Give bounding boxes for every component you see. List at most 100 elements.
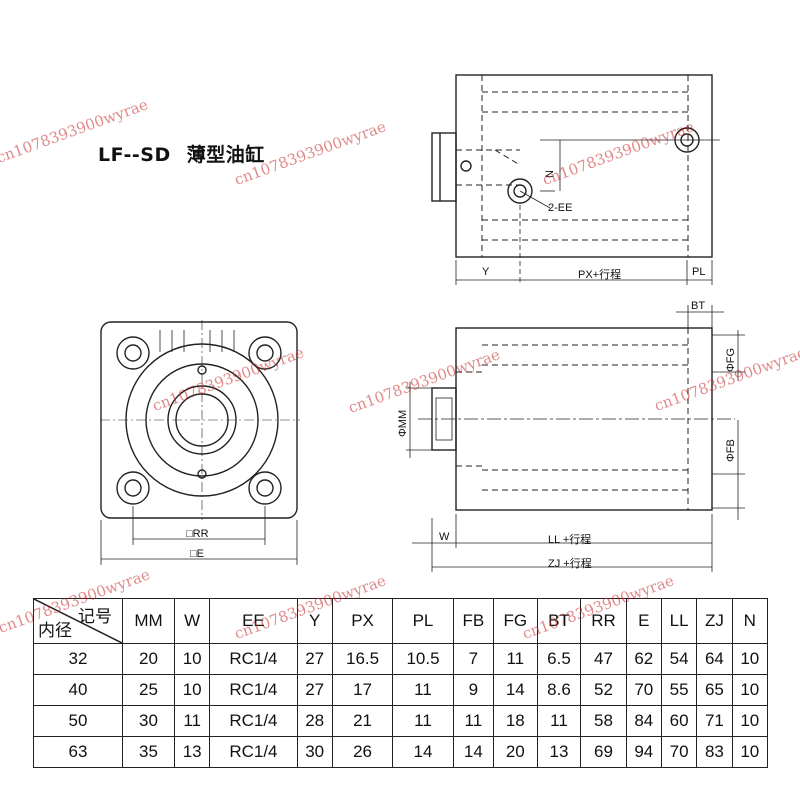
table-cell: 10: [731, 736, 769, 768]
table-cell: 54: [660, 643, 698, 675]
dim-label-n: N: [544, 170, 556, 178]
bore-cell: 40: [33, 674, 123, 706]
diagonal-line: [34, 599, 122, 643]
table-cell: 83: [696, 736, 733, 768]
table-cell: 62: [625, 643, 662, 675]
table-cell: 18: [493, 705, 538, 737]
table-cell: RC1/4: [209, 705, 298, 737]
side-view-bottom: [406, 305, 745, 572]
product-name: 薄型油缸: [186, 144, 265, 166]
table-cell: RC1/4: [209, 643, 298, 675]
dim-label-mm: ΦMM: [397, 409, 409, 437]
table-cell: 94: [625, 736, 662, 768]
table-cell: 70: [625, 674, 662, 706]
column-header: BT: [536, 598, 582, 644]
front-view: [100, 320, 300, 565]
table-cell: 26: [331, 736, 394, 768]
dim-label-w: W: [439, 531, 450, 543]
table-cell: 25: [122, 674, 175, 706]
column-header: Y: [296, 598, 333, 644]
table-cell: 64: [696, 643, 733, 675]
table-cell: 20: [122, 643, 175, 675]
table-cell: 11: [536, 705, 582, 737]
dim-label-pl: PL: [692, 266, 706, 278]
table-cell: 10: [731, 643, 769, 675]
column-header: MM: [122, 598, 175, 644]
bore-cell: 50: [33, 705, 123, 737]
model-label: LF--SD: [98, 144, 171, 166]
dim-label-px: PX+行程: [578, 269, 622, 281]
dim-label-ll: LL +行程: [548, 534, 592, 546]
table-cell: 11: [493, 643, 538, 675]
column-header: PL: [392, 598, 454, 644]
column-header: ZJ: [696, 598, 733, 644]
corner-label-code: 记号: [78, 607, 112, 626]
table-cell: 27: [296, 643, 333, 675]
table-cell: 65: [696, 674, 733, 706]
corner-label-bore: 内径: [38, 621, 72, 640]
column-header: RR: [580, 598, 627, 644]
column-header: PX: [331, 598, 394, 644]
dim-label-rr: □RR: [186, 528, 209, 540]
table-cell: 10: [731, 674, 769, 706]
table-cell: 8.6: [536, 674, 582, 706]
table-cell: 30: [296, 736, 333, 768]
table-cell: 17: [331, 674, 394, 706]
column-header: N: [731, 598, 769, 644]
table-cell: 14: [392, 736, 454, 768]
table-cell: 14: [493, 674, 538, 706]
dim-label-y: Y: [482, 266, 490, 278]
table-cell: 6.5: [536, 643, 582, 675]
table-cell: 55: [660, 674, 698, 706]
table-cell: 9: [452, 674, 495, 706]
table-cell: 30: [122, 705, 175, 737]
table-cell: 13: [173, 736, 211, 768]
column-header: FB: [452, 598, 495, 644]
dim-label-zj: ZJ +行程: [548, 558, 592, 570]
column-header: W: [173, 598, 211, 644]
dim-label-bt: BT: [691, 300, 706, 312]
table-cell: 35: [122, 736, 175, 768]
bore-cell: 63: [33, 736, 123, 768]
table-cell: 13: [536, 736, 582, 768]
table-cell: 69: [580, 736, 627, 768]
table-cell: 11: [173, 705, 211, 737]
table-cell: 60: [660, 705, 698, 737]
table-corner-cell: 记号 内径: [33, 598, 123, 644]
table-cell: 14: [452, 736, 495, 768]
dim-label-e: □E: [190, 548, 204, 560]
table-cell: 84: [625, 705, 662, 737]
dim-label-ee: 2-EE: [548, 202, 573, 214]
drawing-title: LF--SD 薄型油缸: [98, 140, 281, 167]
table-cell: RC1/4: [209, 674, 298, 706]
column-header: LL: [660, 598, 698, 644]
table-cell: 58: [580, 705, 627, 737]
table-cell: 7: [452, 643, 495, 675]
table-cell: 28: [296, 705, 333, 737]
table-cell: 20: [493, 736, 538, 768]
table-cell: 21: [331, 705, 394, 737]
table-cell: 11: [392, 705, 454, 737]
table-cell: 47: [580, 643, 627, 675]
table-cell: 71: [696, 705, 733, 737]
side-view-top: [431, 74, 720, 285]
table-cell: 52: [580, 674, 627, 706]
table-cell: 70: [660, 736, 698, 768]
table-cell: 16.5: [331, 643, 394, 675]
table-cell: 11: [452, 705, 495, 737]
table-cell: RC1/4: [209, 736, 298, 768]
dim-label-fg: ΦFG: [725, 347, 737, 372]
table-cell: 10: [173, 674, 211, 706]
column-header: E: [625, 598, 662, 644]
table-cell: 10.5: [392, 643, 454, 675]
bore-cell: 32: [33, 643, 123, 675]
table-cell: 10: [731, 705, 769, 737]
